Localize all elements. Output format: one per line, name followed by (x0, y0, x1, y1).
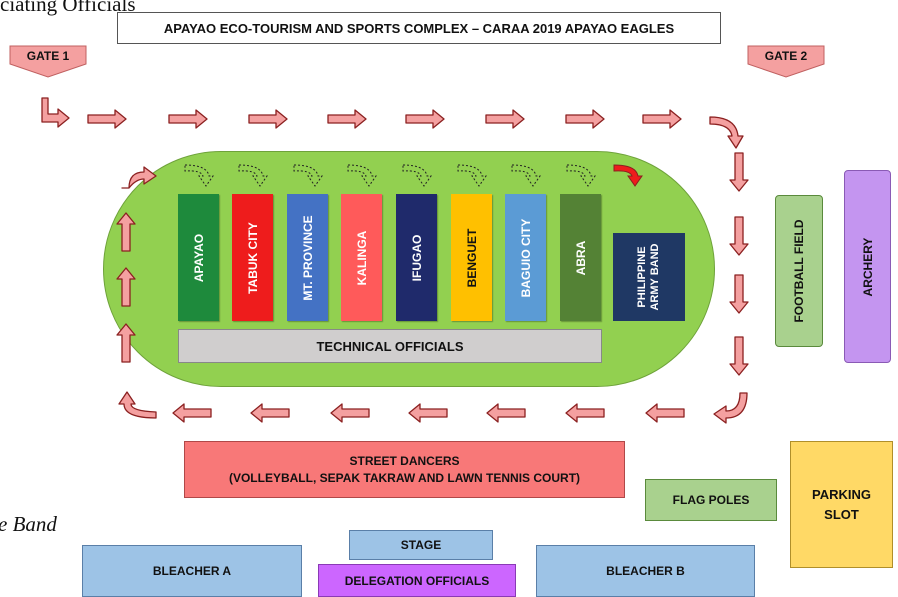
army-band-turn-arrow (613, 164, 643, 187)
route-arrow (729, 216, 749, 256)
archery-box: ARCHERY (844, 170, 891, 363)
bleacher-a-box: BLEACHER A (82, 545, 302, 597)
route-arrow (116, 267, 136, 307)
flag-poles-box: FLAG POLES (645, 479, 777, 521)
caption-fragment-top: ciating Officials (0, 0, 136, 16)
stage-box: STAGE (349, 530, 493, 560)
team-turn-arrow (293, 164, 323, 187)
team-block-ifugao: IFUGAO (396, 194, 437, 321)
parking-line1: PARKING (812, 486, 871, 502)
start-turn-arrow (41, 97, 70, 128)
route-arrow (645, 403, 685, 423)
delegation-officials-box: DELEGATION OFFICIALS (318, 564, 516, 597)
team-turn-arrow (566, 164, 596, 187)
parking-slot-box: PARKING SLOT (790, 441, 893, 568)
corner-arrow-bottom-right (713, 392, 748, 424)
team-turn-arrow (238, 164, 268, 187)
route-arrow (405, 109, 445, 129)
route-arrow (250, 403, 290, 423)
gate-2-label: GATE 2 (765, 49, 808, 63)
team-block-benguet: BENGUET (451, 194, 492, 321)
team-block-abra: ABRA (560, 194, 601, 321)
team-block-kalinga: KALINGA (341, 194, 382, 321)
route-arrow (327, 109, 367, 129)
route-arrow (408, 403, 448, 423)
corner-arrow-top-right (709, 116, 744, 149)
route-arrow (729, 152, 749, 192)
corner-arrow-top-left (121, 166, 157, 189)
route-arrow (729, 336, 749, 376)
diagram-title: APAYAO ECO-TOURISM AND SPORTS COMPLEX – … (117, 12, 721, 44)
corner-arrow-bottom-left (118, 391, 157, 419)
team-turn-arrow (511, 164, 541, 187)
route-arrow (248, 109, 288, 129)
gate-1-arrow: GATE 1 (9, 45, 87, 78)
team-block-apayao: APAYAO (178, 194, 219, 321)
route-arrow (330, 403, 370, 423)
route-arrow (565, 403, 605, 423)
archery-label: ARCHERY (860, 237, 875, 296)
route-arrow (87, 109, 127, 129)
team-block-mt-province: MT. PROVINCE (287, 194, 328, 321)
football-field-box: FOOTBALL FIELD (775, 195, 823, 347)
route-arrow (485, 109, 525, 129)
gate-2-arrow: GATE 2 (747, 45, 825, 78)
route-arrows-right (729, 152, 749, 376)
street-dancers-area: STREET DANCERS (VOLLEYBALL, SEPAK TAKRAW… (184, 441, 625, 498)
route-arrows-left (116, 212, 136, 363)
team-turn-arrow (184, 164, 214, 187)
technical-officials-bar: TECHNICAL OFFICIALS (178, 329, 602, 363)
parking-line2: SLOT (824, 506, 859, 522)
route-arrow (565, 109, 605, 129)
team-turn-arrow (457, 164, 487, 187)
route-arrow (172, 403, 212, 423)
bleacher-b-box: BLEACHER B (536, 545, 755, 597)
team-turn-arrows (184, 164, 596, 187)
route-arrows-top (87, 109, 682, 129)
gate-1-label: GATE 1 (27, 49, 70, 63)
army-band-block: PHILIPPINE ARMY BAND (613, 233, 685, 321)
route-arrows-bottom (172, 403, 685, 423)
route-arrow (168, 109, 208, 129)
street-dancers-title: STREET DANCERS (349, 453, 460, 468)
route-arrow (116, 323, 136, 363)
team-block-tabuk-city: TABUK CITY (232, 194, 273, 321)
route-arrow (729, 274, 749, 314)
team-block-baguio-city: BAGUIO CITY (505, 194, 546, 321)
route-arrow (642, 109, 682, 129)
caption-fragment-left: e Band (0, 512, 57, 536)
football-field-label: FOOTBALL FIELD (792, 219, 806, 323)
team-turn-arrow (402, 164, 432, 187)
route-arrow (486, 403, 526, 423)
team-turn-arrow (347, 164, 377, 187)
street-dancers-subtitle: (VOLLEYBALL, SEPAK TAKRAW AND LAWN TENNI… (228, 470, 581, 485)
route-arrow (116, 212, 136, 252)
